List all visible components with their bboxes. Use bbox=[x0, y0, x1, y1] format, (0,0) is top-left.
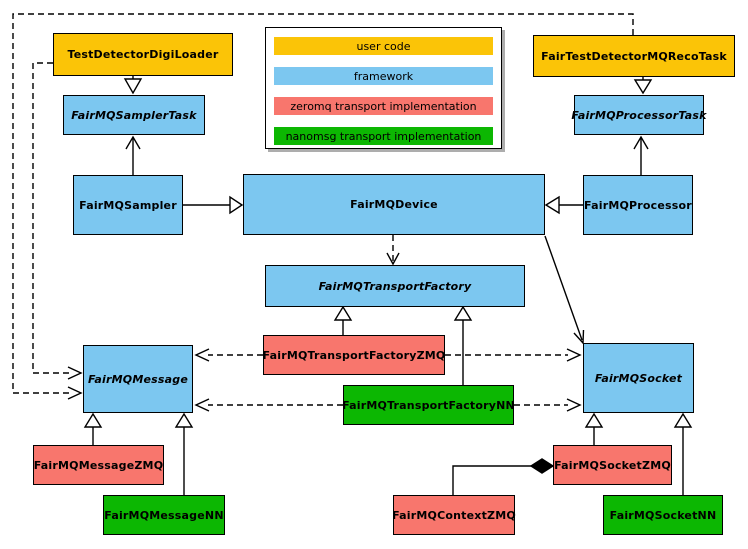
edge-socketnn-socket bbox=[673, 412, 693, 495]
edge-socketzmq-contextzmq bbox=[452, 458, 555, 495]
legend-item-user-code: user code bbox=[274, 37, 493, 55]
legend-label-nanomsg: nanomsg transport implementation bbox=[285, 129, 482, 143]
edge-factoryzmq-socket bbox=[445, 348, 582, 362]
class-box-processor: FairMQProcessor bbox=[583, 175, 693, 235]
edge-recotask-message bbox=[12, 13, 634, 400]
edge-device-transportfactory bbox=[386, 235, 400, 266]
class-box-message: FairMQMessage bbox=[83, 345, 193, 413]
class-box-device: FairMQDevice bbox=[243, 174, 545, 235]
edge-sampler-device bbox=[183, 195, 244, 215]
edge-messagezmq-message bbox=[83, 412, 103, 445]
legend-label-zeromq: zeromq transport implementation bbox=[290, 99, 477, 113]
class-box-messagezmq: FairMQMessageZMQ bbox=[33, 445, 164, 485]
class-box-factoryzmq: FairMQTransportFactoryZMQ bbox=[263, 335, 445, 375]
class-label-factorynn: FairMQTransportFactoryNN bbox=[342, 398, 515, 412]
edge-factoryzmq-transportfactory bbox=[333, 305, 353, 335]
class-label-factoryzmq: FairMQTransportFactoryZMQ bbox=[262, 348, 446, 362]
class-label-processortask: FairMQProcessorTask bbox=[571, 108, 707, 122]
class-label-message: FairMQMessage bbox=[87, 372, 189, 386]
class-label-messagenn: FairMQMessageNN bbox=[104, 508, 224, 522]
class-label-socket: FairMQSocket bbox=[594, 371, 683, 385]
class-box-digiloader: TestDetectorDigiLoader bbox=[53, 33, 233, 76]
legend-label-user-code: user code bbox=[356, 39, 411, 53]
class-box-transportfactory: FairMQTransportFactory bbox=[265, 265, 525, 307]
class-label-messagezmq: FairMQMessageZMQ bbox=[33, 458, 164, 472]
class-label-socketnn: FairMQSocketNN bbox=[609, 508, 717, 522]
legend-item-framework: framework bbox=[274, 67, 493, 85]
edge-digiloader-message bbox=[32, 62, 83, 380]
class-box-socket: FairMQSocket bbox=[583, 343, 694, 413]
class-box-samplertask: FairMQSamplerTask bbox=[63, 95, 205, 135]
edge-recotask-processortask bbox=[633, 77, 653, 95]
legend-item-zeromq: zeromq transport implementation bbox=[274, 97, 493, 115]
edge-factorynn-transportfactory bbox=[453, 305, 473, 385]
class-box-factorynn: FairMQTransportFactoryNN bbox=[342, 385, 515, 425]
edge-factoryzmq-message bbox=[194, 348, 263, 362]
class-box-messagenn: FairMQMessageNN bbox=[103, 495, 225, 535]
class-label-transportfactory: FairMQTransportFactory bbox=[318, 279, 472, 293]
class-label-socketzmq: FairMQSocketZMQ bbox=[554, 458, 671, 472]
class-box-processortask: FairMQProcessorTask bbox=[571, 95, 707, 135]
edge-processor-processortask bbox=[633, 135, 649, 175]
class-box-socketzmq: FairMQSocketZMQ bbox=[553, 445, 672, 485]
class-label-contextzmq: FairMQContextZMQ bbox=[392, 508, 516, 522]
class-label-recotask: FairTestDetectorMQRecoTask bbox=[541, 49, 727, 63]
edge-messagenn-message bbox=[174, 412, 194, 495]
class-label-processor: FairMQProcessor bbox=[584, 198, 692, 212]
legend-item-nanomsg: nanomsg transport implementation bbox=[274, 127, 493, 145]
legend: user code framework zeromq transport imple… bbox=[265, 27, 502, 149]
edge-socketzmq-socket bbox=[584, 412, 604, 445]
class-label-samplertask: FairMQSamplerTask bbox=[71, 108, 197, 122]
edge-digiloader-samplertask bbox=[123, 76, 143, 95]
class-box-sampler: FairMQSampler bbox=[73, 175, 183, 235]
edge-device-socket bbox=[544, 235, 585, 345]
class-box-socketnn: FairMQSocketNN bbox=[603, 495, 723, 535]
legend-label-framework: framework bbox=[353, 69, 414, 83]
class-label-device: FairMQDevice bbox=[350, 198, 438, 211]
edge-sampler-samplertask bbox=[125, 135, 141, 175]
edge-processor-device bbox=[544, 195, 583, 215]
edge-factorynn-message bbox=[194, 398, 343, 412]
class-label-sampler: FairMQSampler bbox=[79, 198, 177, 212]
class-box-recotask: FairTestDetectorMQRecoTask bbox=[533, 35, 735, 77]
class-box-contextzmq: FairMQContextZMQ bbox=[392, 495, 516, 535]
edge-factorynn-socket bbox=[514, 398, 582, 412]
class-label-digiloader: TestDetectorDigiLoader bbox=[67, 48, 219, 61]
